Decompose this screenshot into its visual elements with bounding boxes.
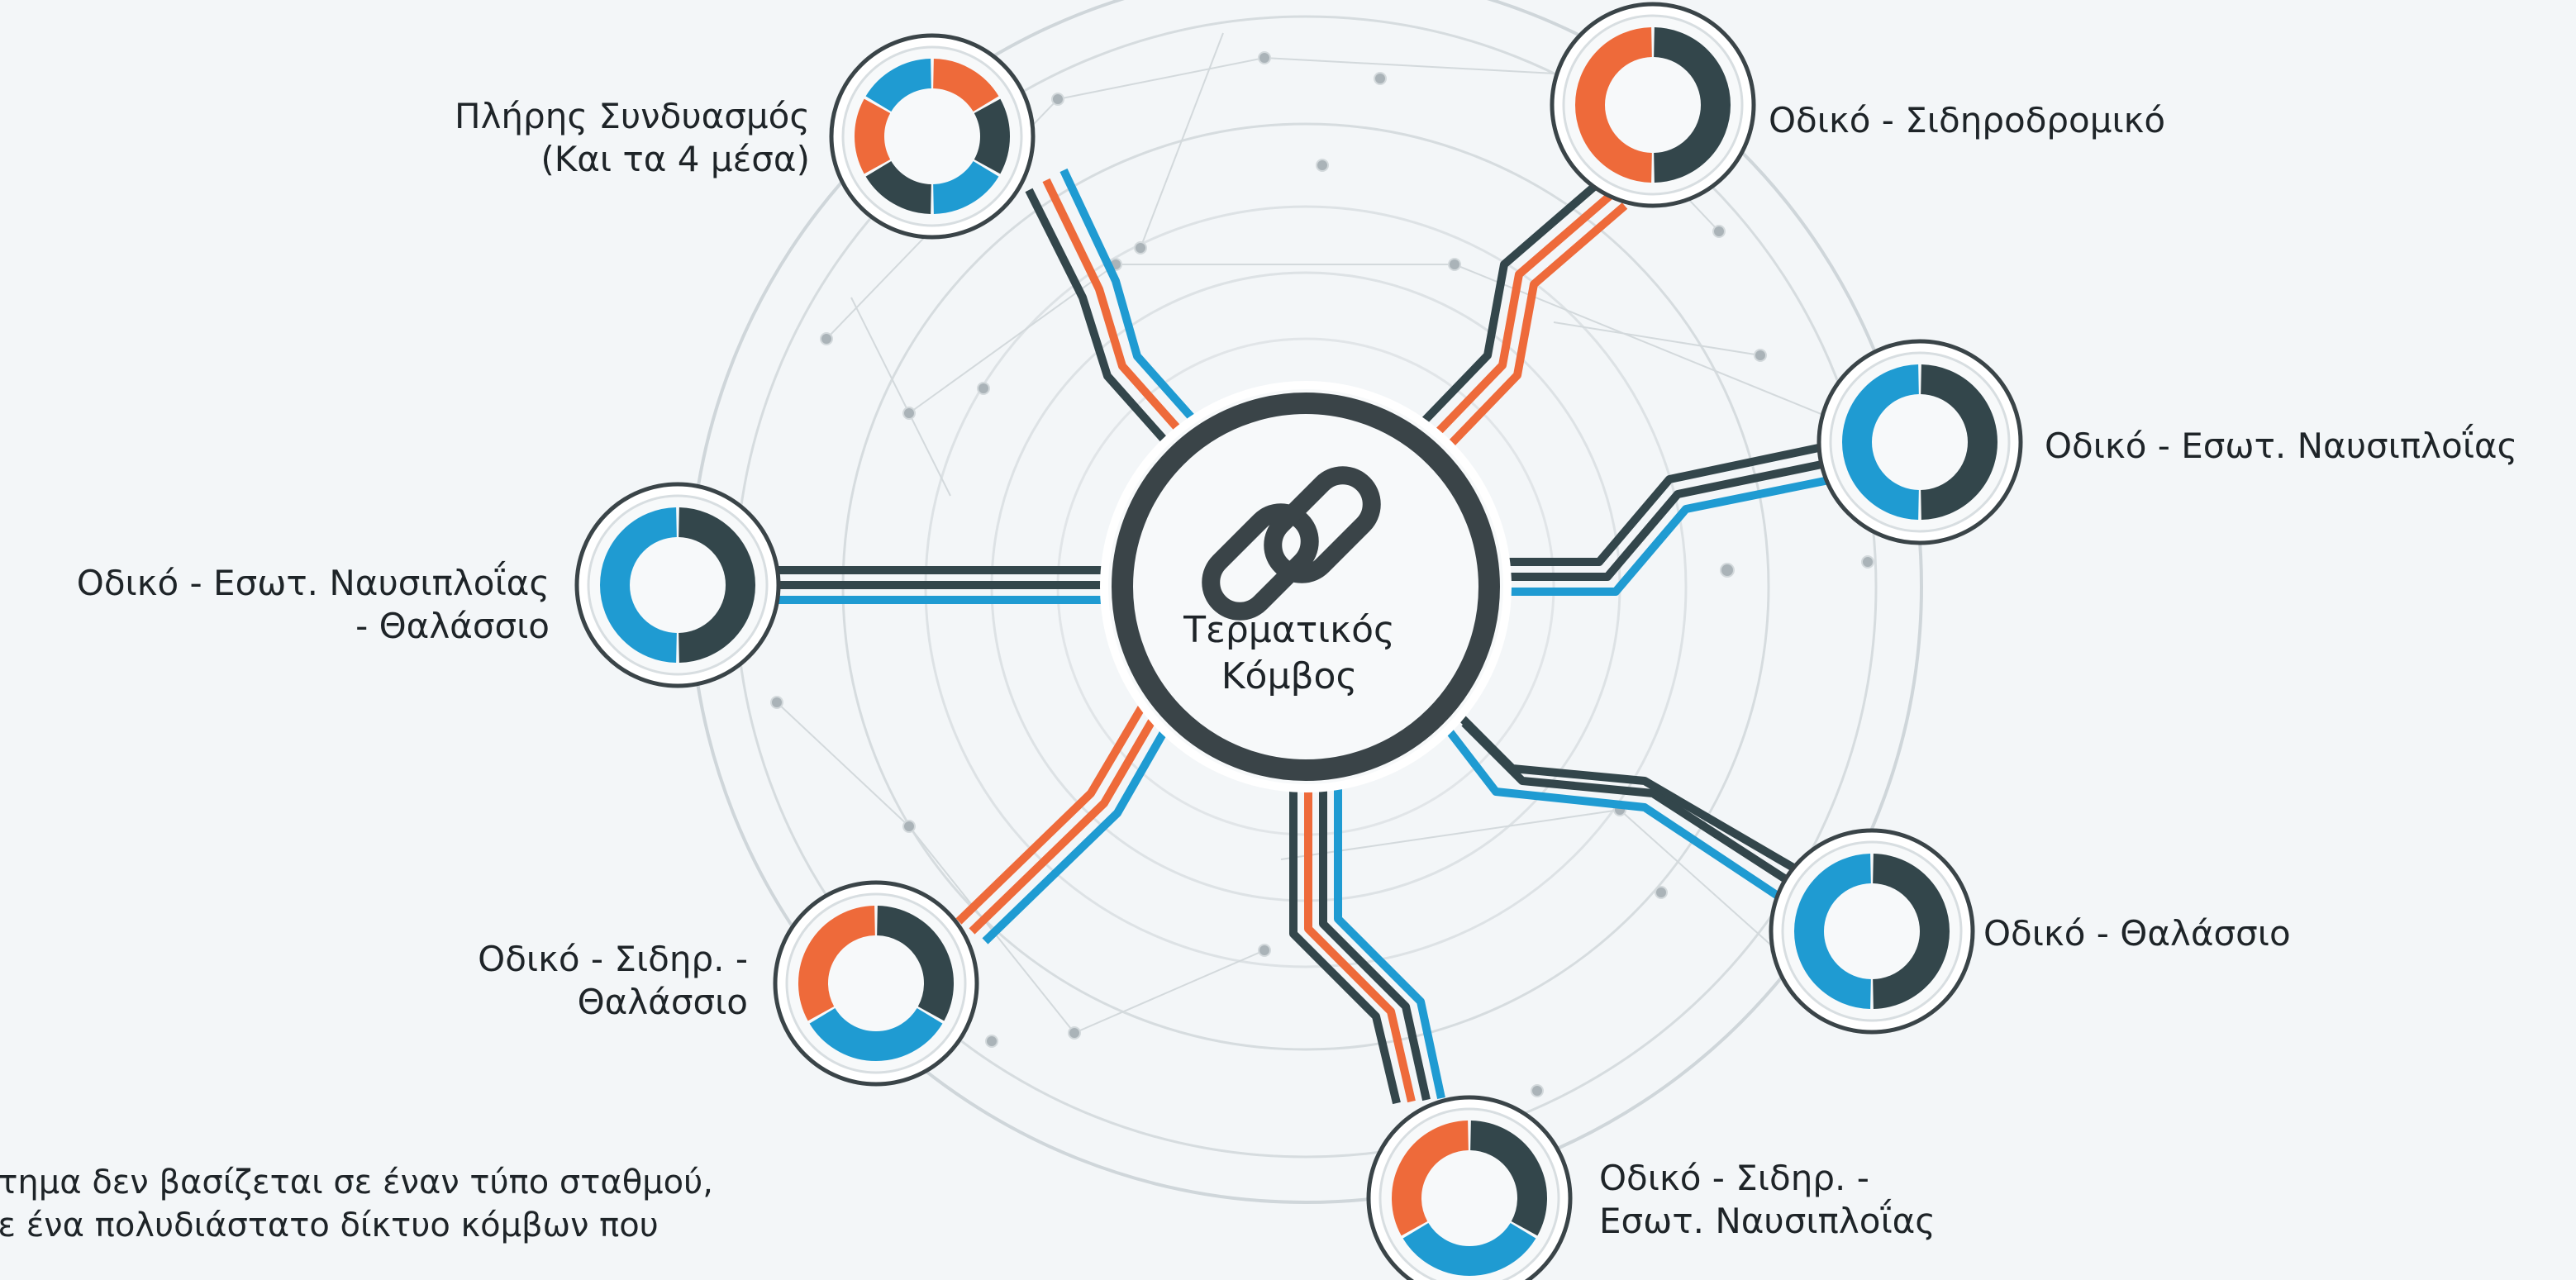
node-segment-orange — [798, 906, 876, 1021]
chain-link-icon — [1202, 466, 1381, 621]
mode-node-road-rail-inland — [1366, 1095, 1573, 1280]
connector-lines — [769, 168, 1834, 1105]
node-segment-orange — [855, 98, 891, 174]
caption-line: στημα δεν βασίζεται σε έναν τύπο σταθμού… — [0, 1163, 713, 1201]
connector-road-rail — [1417, 183, 1628, 449]
connector-full-combination — [1025, 168, 1207, 454]
label-line: Θαλάσσιο — [577, 982, 748, 1022]
node-segment-blue — [865, 59, 932, 112]
mode-node-road-inland-right — [1817, 339, 2023, 545]
node-segment-dark — [1920, 364, 1997, 520]
hub-title-line: Κόμβος — [1221, 655, 1358, 697]
mode-node-layer — [574, 2, 2023, 1280]
label-line: Οδικό - Σιδηρ. - — [1599, 1158, 1869, 1198]
label-line: Οδικό - Σιδηρ. - — [478, 939, 748, 979]
label-road-rail-inland: Οδικό - Σιδηρ. - Εσωτ. Ναυσιπλοΐας — [1599, 1157, 1936, 1243]
node-segment-blue — [600, 507, 678, 663]
node-segment-dark — [876, 906, 954, 1021]
label-road-rail: Οδικό - Σιδηροδρομικό — [1769, 99, 2165, 142]
node-segment-blue — [1402, 1222, 1536, 1276]
mode-node-road-sea — [1769, 828, 1975, 1035]
node-segment-orange — [1392, 1121, 1469, 1236]
node-segment-dark — [1872, 854, 1950, 1009]
label-road-rail-sea: Οδικό - Σιδηρ. - Θαλάσσιο — [478, 938, 748, 1024]
node-segment-blue — [1794, 854, 1872, 1009]
label-line: Οδικό - Θαλάσσιο — [1983, 913, 2291, 954]
hub-title: Τερματικός Κόμβος — [1140, 607, 1438, 700]
caption-line: σε ένα πολυδιάστατο δίκτυο κόμβων που — [0, 1206, 659, 1244]
label-line: Εσωτ. Ναυσιπλοΐας — [1599, 1201, 1936, 1241]
mode-node-road-rail — [1550, 2, 1756, 208]
label-line: - Θαλάσσιο — [355, 606, 550, 646]
label-line: Πλήρης Συνδυασμός — [454, 96, 810, 136]
mode-node-road-rail-sea — [773, 880, 979, 1087]
node-segment-dark — [865, 160, 932, 214]
label-line: Οδικό - Εσωτ. Ναυσιπλοΐας — [76, 563, 550, 603]
connector-road-rail-sea — [955, 700, 1174, 945]
mode-node-full-combination — [829, 33, 1036, 240]
hub-title-line: Τερματικός — [1183, 609, 1395, 651]
node-segment-dark — [1653, 27, 1731, 183]
node-segment-dark — [1469, 1121, 1547, 1236]
node-segment-blue — [932, 160, 999, 214]
terminal-hub — [1100, 381, 1512, 792]
label-line: (Και τα 4 μέσα) — [540, 139, 810, 179]
node-segment-orange — [1575, 27, 1653, 183]
node-segment-dark — [974, 98, 1010, 174]
connector-road-rail-inland — [1289, 785, 1445, 1105]
label-road-inland-right: Οδικό - Εσωτ. Ναυσιπλοΐας — [2045, 425, 2517, 468]
mode-node-road-inland-sea — [574, 482, 781, 688]
node-segment-dark — [678, 507, 755, 663]
node-segment-orange — [932, 59, 999, 112]
node-segment-blue — [1842, 364, 1920, 520]
connector-road-inland-sea — [769, 566, 1120, 604]
label-full-combination: Πλήρης Συνδυασμός (Και τα 4 μέσα) — [455, 95, 810, 181]
caption-text: στημα δεν βασίζεται σε έναν τύπο σταθμού… — [0, 1161, 713, 1247]
label-line: Οδικό - Εσωτ. Ναυσιπλοΐας — [2045, 426, 2518, 466]
node-segment-blue — [809, 1007, 943, 1061]
connector-road-inland-right — [1498, 442, 1834, 596]
label-road-sea: Οδικό - Θαλάσσιο — [1983, 912, 2291, 955]
label-road-inland-sea: Οδικό - Εσωτ. Ναυσιπλοΐας - Θαλάσσιο — [77, 562, 550, 648]
connector-road-sea — [1443, 707, 1796, 905]
label-line: Οδικό - Σιδηροδρομικό — [1769, 100, 2166, 140]
